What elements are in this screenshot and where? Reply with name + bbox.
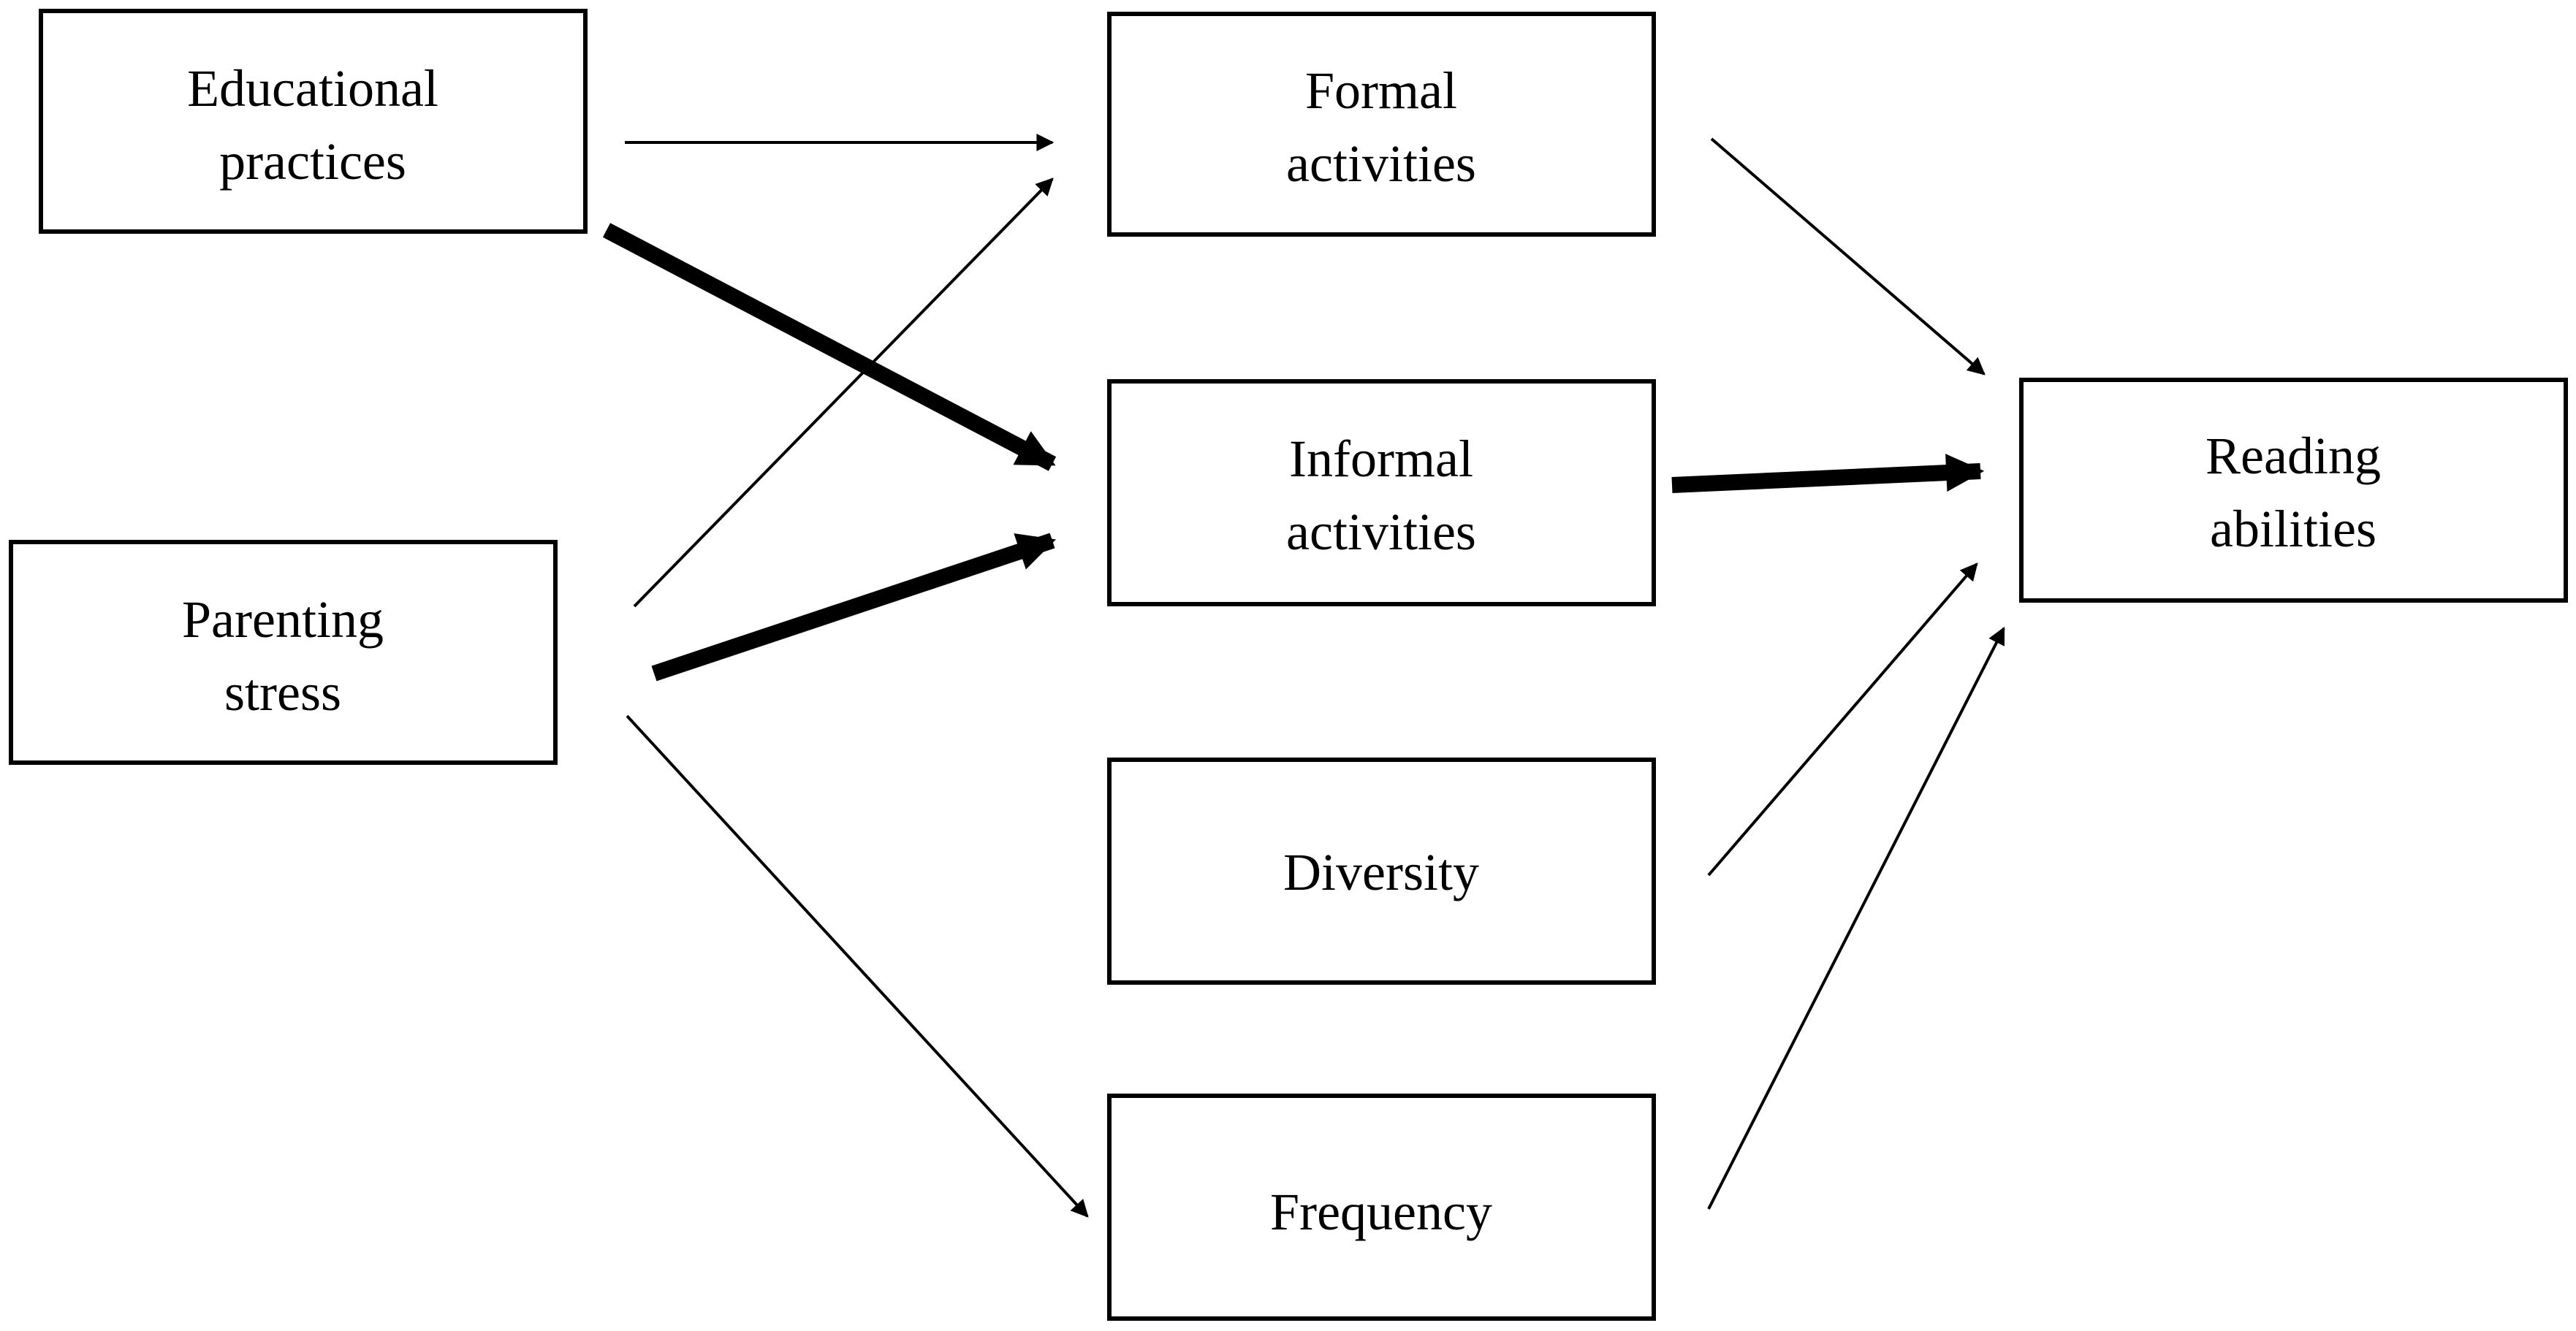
node-parenting-stress: Parenting stress — [9, 540, 558, 765]
node-frequency: Frequency — [1107, 1094, 1656, 1321]
node-informal-activities: Informal activities — [1107, 379, 1656, 606]
node-label-line: Diversity — [1283, 843, 1479, 901]
node-label-line: Reading — [2205, 427, 2381, 485]
edge-informal-to-reading — [1671, 454, 1985, 493]
edge-parenting-to-frequency — [626, 714, 1089, 1218]
node-educational-practices: Educational practices — [39, 9, 588, 234]
edge-frequency-to-reading — [1707, 626, 2005, 1210]
edge-parenting-to-informal — [651, 533, 1056, 682]
node-label-line: Formal — [1305, 61, 1457, 120]
node-label-line: activities — [1286, 503, 1476, 561]
node-diversity: Diversity — [1107, 758, 1656, 985]
node-label-line: practices — [219, 132, 406, 191]
edge-formal-to-reading — [1710, 137, 1986, 375]
node-reading-abilities: Reading abilities — [2019, 378, 2568, 603]
node-label-line: Frequency — [1270, 1183, 1492, 1241]
node-label-line: activities — [1286, 134, 1476, 193]
node-label-line: Parenting — [182, 590, 384, 649]
edge-educational-to-informal — [602, 223, 1057, 471]
node-label-line: Informal — [1289, 430, 1473, 488]
edge-parenting-to-formal — [633, 178, 1054, 608]
edges-layer — [602, 134, 2005, 1218]
node-label-line: abilities — [2210, 500, 2376, 558]
node-formal-activities: Formal activities — [1107, 12, 1656, 237]
edge-diversity-to-reading — [1707, 562, 1978, 877]
node-label-line: stress — [224, 663, 341, 722]
node-label-line: Educational — [187, 59, 438, 118]
